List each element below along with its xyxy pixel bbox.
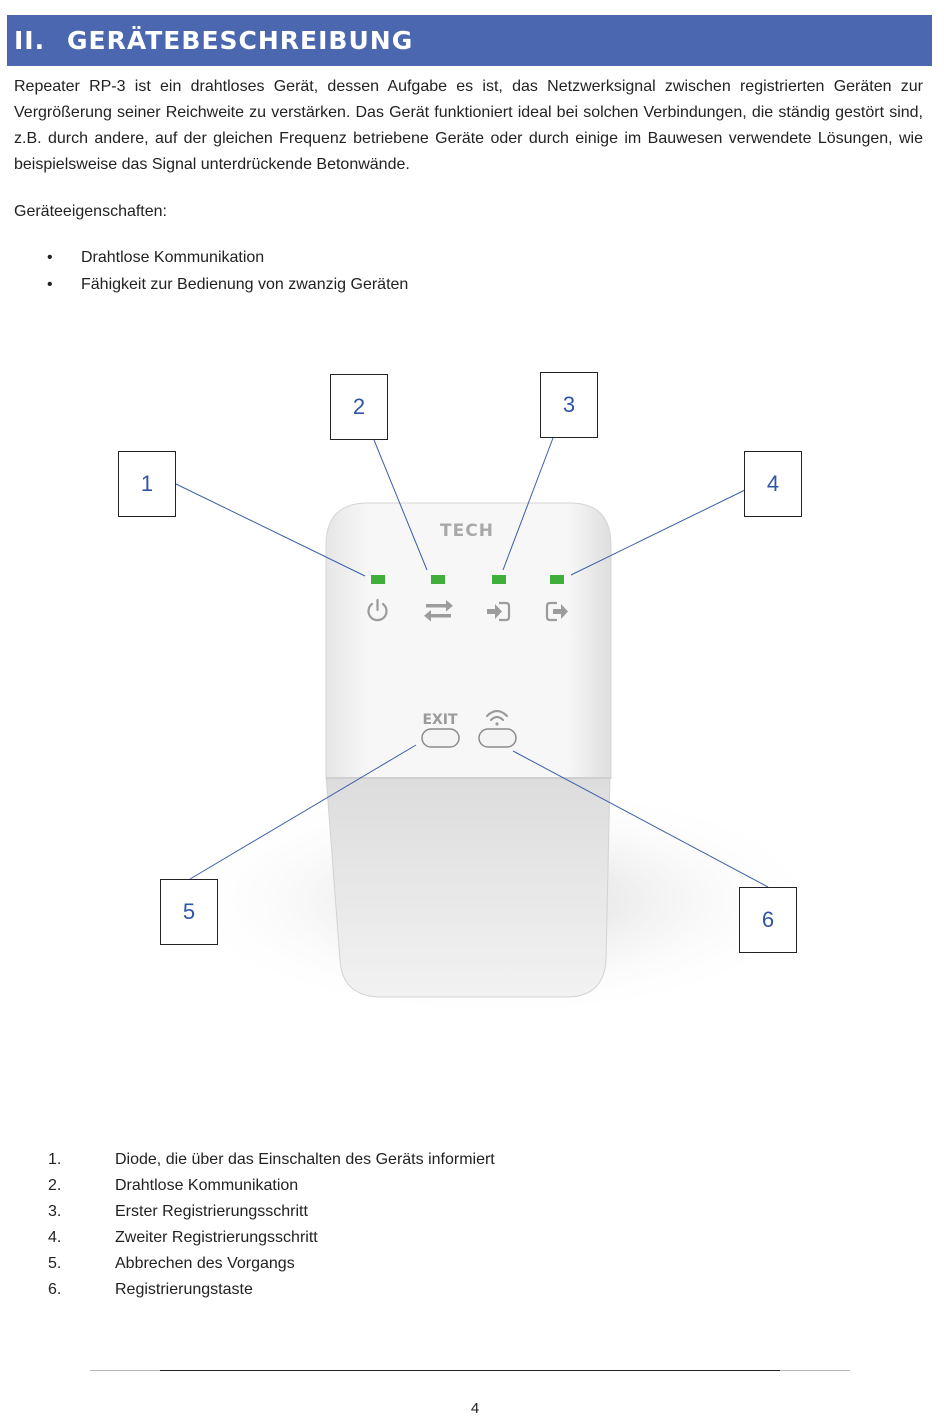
list-item: 6.Registrierungstaste — [48, 1281, 253, 1298]
callout-2: 2 — [330, 374, 388, 440]
transfer-arrows-icon — [424, 600, 453, 622]
exit-label: EXIT — [422, 712, 458, 728]
power-icon — [367, 598, 388, 622]
callout-6: 6 — [739, 887, 797, 953]
legend-list: 1.Diode, die über das Einschalten des Ge… — [48, 1147, 495, 1303]
wifi-icon — [485, 709, 509, 726]
callout-leader-lines — [175, 437, 769, 888]
section-title: GERÄTEBESCHREIBUNG — [67, 26, 414, 55]
registration-button[interactable] — [478, 728, 517, 748]
led-power — [371, 575, 385, 584]
list-item: 4.Zweiter Registrierungsschritt — [48, 1229, 318, 1246]
logout-icon — [545, 601, 568, 622]
footer-divider-accent — [160, 1370, 780, 1371]
callout-4: 4 — [744, 451, 802, 517]
bullet-icon: • — [47, 249, 53, 266]
section-header: II. GERÄTEBESCHREIBUNG — [7, 15, 932, 66]
exit-button[interactable] — [421, 728, 460, 748]
led-registration-2 — [550, 575, 564, 584]
device-front-panel — [325, 502, 612, 779]
list-item: 3.Erster Registrierungsschritt — [48, 1203, 308, 1220]
tech-logo: TECH — [440, 521, 494, 541]
callout-5: 5 — [160, 879, 218, 945]
device-lower-body — [325, 774, 611, 998]
login-icon — [487, 601, 511, 622]
callout-3: 3 — [540, 372, 598, 438]
page-number: 4 — [470, 1400, 480, 1417]
list-item: •Drahtlose Kommunikation — [14, 244, 408, 271]
list-item: 5.Abbrechen des Vorgangs — [48, 1255, 295, 1272]
bullet-icon: • — [47, 276, 53, 293]
list-item: 1.Diode, die über das Einschalten des Ge… — [48, 1151, 495, 1168]
section-number: II. — [14, 26, 46, 55]
device-illustration: TECH EXIT — [170, 437, 830, 1020]
device-figure: TECH EXIT — [0, 300, 950, 1100]
list-item: 2.Drahtlose Kommunikation — [48, 1177, 299, 1194]
properties-label: Geräteeigenschaften: — [14, 203, 167, 220]
list-item: •Fähigkeit zur Bedienung von zwanzig Ger… — [14, 271, 408, 298]
intro-paragraph: Repeater RP-3 ist ein drahtloses Gerät, … — [14, 78, 923, 173]
callout-1: 1 — [118, 451, 176, 517]
led-communication — [431, 575, 445, 584]
properties-list: •Drahtlose Kommunikation •Fähigkeit zur … — [14, 244, 408, 298]
led-registration-1 — [492, 575, 506, 584]
